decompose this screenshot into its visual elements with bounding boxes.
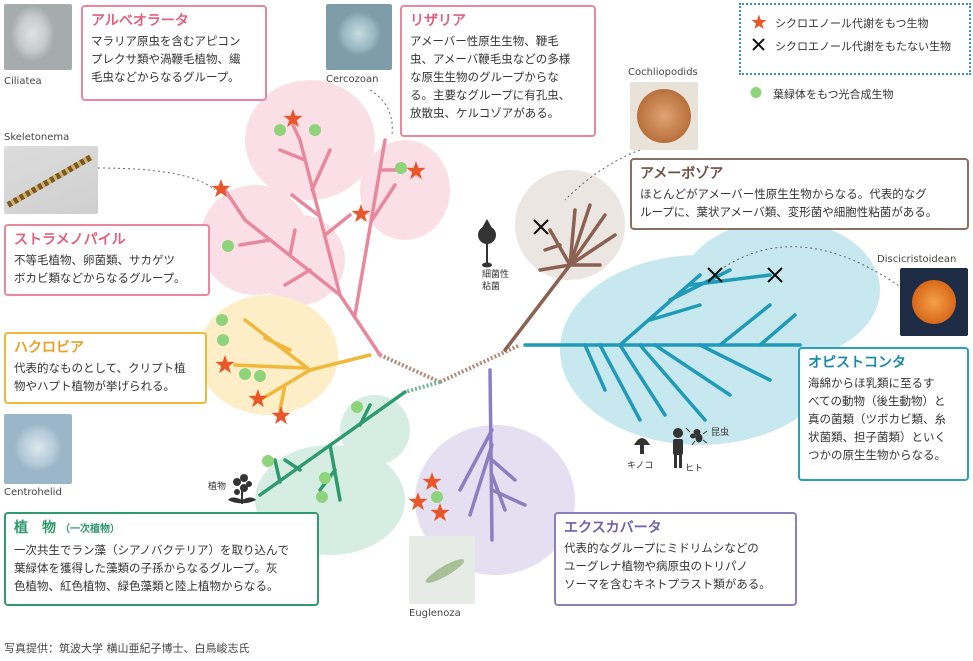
euglenoza-label: Euglenoza (409, 608, 461, 619)
rhizaria-line: 虫、アメーバ鞭毛虫などの多様 (410, 52, 571, 66)
cross-icon (752, 38, 765, 51)
cercozoan-photo (326, 4, 392, 70)
cercozoan-label: Cercozoan (326, 74, 379, 85)
rhizaria-line: アメーバー性原生生物、鞭毛 (410, 34, 559, 48)
legend-star-label: シクロエノール代謝をもつ生物 (775, 17, 929, 30)
opisthokonta-box: オピストコンタ 海綿からほ乳類に至るす べての動物（後生動物）と 真の菌類（ツボ… (798, 347, 969, 481)
green-dot-icon (750, 87, 762, 98)
tree-center-dotted (379, 343, 521, 394)
stramenopiles-line: 不等毛植物、卵菌類、サカゲツ (14, 253, 175, 267)
cochliopodids-label: Cochliopodids (628, 67, 698, 78)
plant-label: 植物 (208, 482, 227, 492)
star-icon (751, 14, 767, 29)
centrohelid-label: Centrohelid (4, 487, 62, 498)
rhizaria-title: リザリア (410, 13, 466, 29)
excavata-line: ソーマを含むキネトプラスト類がある。 (564, 577, 771, 591)
plantae-subtitle: （一次植物） (60, 524, 120, 535)
amoebozoa-branch (503, 203, 617, 352)
alveolata-line: マラリア原虫を含むアピコン (91, 34, 241, 48)
slime-mold-icon (478, 219, 496, 268)
insect-label: 昆虫 (711, 428, 730, 438)
opisthokonta-branch (523, 268, 802, 422)
alveolata-line: プレクサ類や渦鞭毛植物、繊 (91, 52, 241, 66)
opisthokonta-title: オピストコンタ (808, 355, 906, 371)
plantae-box: 植 物 （一次植物） 一次共生でラン藻（シアノバクテリア）を取り込んで 葉緑体を獲… (4, 512, 319, 606)
human-label: ヒト (685, 464, 704, 474)
photo-leaders (97, 89, 906, 291)
no-cyclo-enol-crosses (533, 219, 783, 283)
euglenoza-photo (409, 536, 475, 604)
excavata-title: エクスカバータ (564, 520, 662, 536)
excavata-box: エクスカバータ 代表的なグループにミドリムシなどの ユーグレナ植物や病原虫のトリ… (554, 512, 797, 606)
plantae-line: 色植物、紅色植物、緑色藻類と陸上植物からなる。 (14, 579, 279, 593)
chloroplast-dots (216, 124, 443, 503)
alveolata-title: アルベオラータ (91, 13, 189, 29)
ciliatea-photo (4, 4, 72, 70)
ciliatea-label: Ciliatea (4, 76, 42, 87)
opisthokonta-line: つかの原生生物からなる。 (808, 448, 946, 462)
legend-dot-label: 葉緑体をもつ光合成生物 (773, 88, 894, 101)
stramenopiles-box: ストラメノパイル 不等毛植物、卵菌類、サカゲツ ボカビ類などからなるグループ。 (4, 224, 210, 296)
hacrobia-line: 物やハプト植物が挙げられる。 (14, 379, 175, 393)
photo-credit: 写真提供：筑波大学 横山亜紀子博士、白鳥峻志氏 (4, 642, 250, 655)
mushroom-label: キノコ (627, 461, 654, 471)
hacrobia-box: ハクロビア 代表的なものとして、クリプト植 物やハプト植物が挙げられる。 (4, 332, 207, 404)
excavata-line: 代表的なグループにミドリムシなどの (564, 541, 759, 555)
group-backgrounds (198, 80, 880, 575)
legend-cross-label: シクロエノール代謝をもたない生物 (775, 40, 951, 53)
stramenopiles-title: ストラメノパイル (14, 232, 126, 248)
plantae-line: 葉緑体を獲得した藻類の子孫からなるグループ。灰 (14, 561, 278, 575)
amoebozoa-line: ほとんどがアメーバー性原生生物からなる。代表的なグ (640, 187, 927, 201)
rhizaria-line: る。主要なグループに有孔虫、 (410, 88, 571, 102)
skeletonema-photo (4, 146, 98, 214)
plantae-title: 植 物 (14, 520, 56, 536)
insect-icon (685, 427, 708, 446)
plant-icon (228, 474, 256, 504)
amoebozoa-title: アメーボゾア (640, 166, 724, 182)
sar-branch (223, 123, 407, 357)
excavata-line: ユーグレナ植物や病原虫のトリパノ (564, 559, 748, 573)
amoebozoa-box: アメーボゾア ほとんどがアメーバー性原生生物からなる。代表的なグ ループに、葉状… (630, 158, 969, 230)
opisthokonta-line: 状菌類、担子菌類）といく (808, 430, 946, 444)
slime-mold-label-1: 細菌性 (482, 270, 510, 280)
opisthokonta-line: 真の菌類（ツボカビ類、糸 (808, 412, 946, 426)
hacrobia-title: ハクロビア (14, 340, 84, 356)
hacrobia-branch (233, 318, 372, 412)
rhizaria-line: 放散虫、ケルコゾアがある。 (410, 106, 560, 120)
discicristoidean-label: Discicristoidean (877, 254, 957, 265)
excavata-branch (458, 368, 527, 542)
amoebozoa-line: ループに、葉状アメーバ類、変形菌や細胞性粘菌がある。 (640, 205, 938, 219)
human-icon (673, 428, 683, 468)
discicristoidean-photo (900, 268, 968, 336)
plantae-branch (258, 390, 407, 502)
slime-mold-label-2: 粘菌 (482, 282, 501, 292)
cochliopodids-photo (630, 82, 698, 150)
cyclo-enol-stars (211, 109, 450, 522)
hacrobia-line: 代表的なものとして、クリプト植 (14, 361, 186, 375)
alveolata-line: 毛虫などからなるグループ。 (91, 70, 240, 84)
rhizaria-line: な原生生物のグループからな (410, 70, 559, 84)
skeletonema-label: Skeletonema (4, 132, 70, 143)
mushroom-icon (634, 438, 650, 454)
legend: シクロエノール代謝をもつ生物 シクロエノール代謝をもたない生物 (739, 3, 971, 75)
alveolata-box: アルベオラータ マラリア原虫を含むアピコン プレクサ類や渦鞭毛植物、繊 毛虫など… (81, 5, 267, 101)
opisthokonta-line: 海綿からほ乳類に至るす (808, 376, 935, 390)
rhizaria-box: リザリア アメーバー性原生生物、鞭毛 虫、アメーバ鞭毛虫などの多様 な原生生物の… (400, 5, 596, 137)
opisthokonta-line: べての動物（後生動物）と (808, 394, 946, 408)
plantae-line: 一次共生でラン藻（シアノバクテリア）を取り込んで (14, 543, 289, 557)
centrohelid-photo (4, 414, 72, 484)
stramenopiles-line: ボカビ類などからなるグループ。 (14, 271, 186, 285)
